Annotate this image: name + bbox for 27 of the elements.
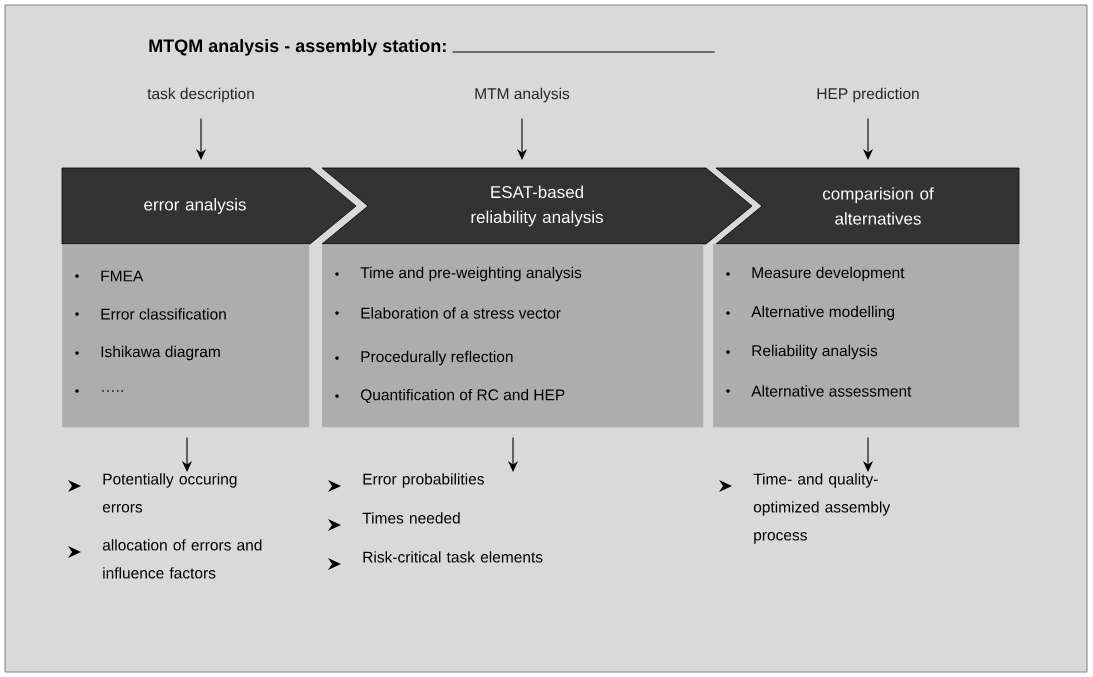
arrowhead-item: Times needed (328, 512, 460, 531)
list-box (62, 244, 310, 428)
bullet-item: FMEA (75, 270, 144, 282)
list-box (322, 244, 704, 428)
bullet-item: ….. (75, 389, 123, 393)
step-label: HEP prediction (817, 87, 919, 103)
bullet-item: Procedurally reflection (335, 350, 513, 366)
list-box (713, 244, 1020, 428)
chevron-step: comparision of alternatives (715, 167, 1020, 245)
bullet-item: Elaboration of a stress vector (335, 307, 561, 319)
bullet-item: Alternative modelling (726, 305, 895, 321)
arrowhead-item: allocation of errors and influence factors (68, 539, 262, 579)
bullet-item: Quantification of RC and HEP (335, 388, 565, 404)
arrowhead-item: Error probabilities (328, 473, 484, 492)
arrowhead-item: Time- and quality-optimized assembly process (719, 473, 891, 544)
bullet-item: Measure development (726, 266, 905, 282)
title: MTQM analysis - assembly station: (149, 38, 446, 56)
bullet-item: Alternative assessment (726, 385, 912, 397)
step-label: MTM analysis (475, 87, 570, 103)
bullet-item: Ishikawa diagram (75, 345, 220, 361)
step-label: task description (147, 87, 254, 103)
bullet-item: Time and pre-weighting analysis (335, 266, 582, 282)
node-label: Time- and quality-optimized assembly process (753, 473, 891, 544)
bullet-item: Reliability analysis (726, 344, 878, 360)
chevron-step: error analysis (61, 167, 357, 245)
bullet-item: Error classification (75, 308, 226, 320)
arrowhead-item: Risk-critical task elements (328, 551, 543, 570)
